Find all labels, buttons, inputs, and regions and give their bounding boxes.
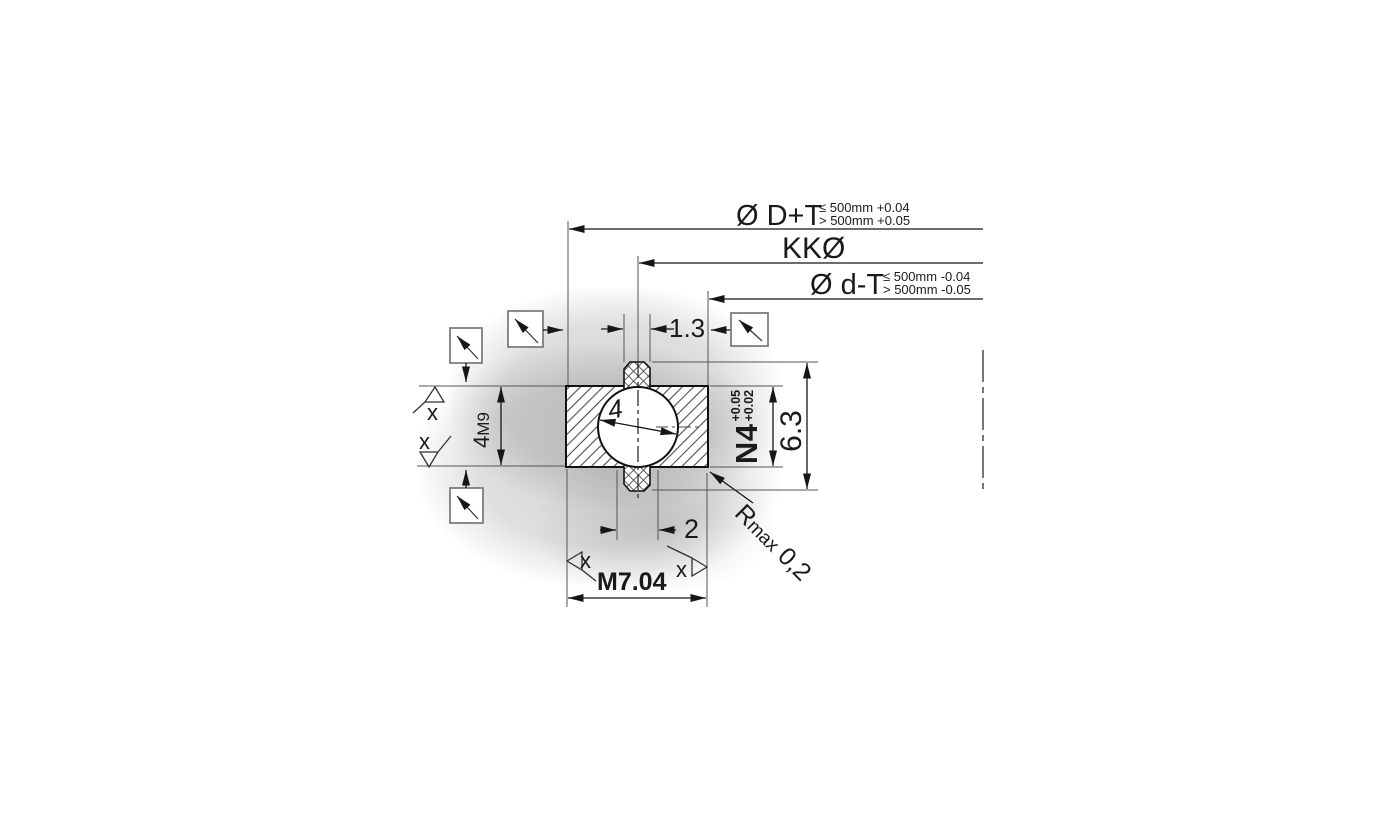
x-flag-bottom-left — [565, 550, 597, 582]
groove-width-left-dim: 4M9 — [469, 412, 495, 448]
overall-height-dim: 6.3 — [775, 410, 808, 452]
tolerance-line: > 500mm +0.05 — [819, 213, 911, 228]
groove-width-tolerance-class: M9 — [474, 412, 493, 436]
surface-symbol-top-mid — [507, 310, 563, 348]
n4-tolerance-lower: +0.02 — [741, 389, 756, 422]
x-flag-left-bottom — [418, 435, 452, 469]
x-flag-left-top — [412, 385, 446, 414]
tolerance-line: ≤ 500mm -0.04 — [883, 269, 971, 284]
outer-diameter-tolerances: ≤ 500mm +0.04 > 500mm +0.05 — [819, 201, 910, 227]
x-mark-left-bottom: x — [419, 429, 430, 454]
tolerance-line: > 500mm -0.05 — [883, 282, 971, 297]
n4-tolerance-upper: +0.05 — [729, 389, 743, 422]
inner-diameter-label: Ø d-T — [810, 269, 885, 301]
tab-base-width-dim: 2 — [684, 514, 700, 544]
dimension-lines — [497, 225, 983, 602]
groove-width-value: 4 — [469, 435, 494, 448]
x-flag-bottom-right — [666, 545, 709, 578]
tab-bottom-section — [623, 462, 651, 492]
groove-depth-dim: M7.04 — [597, 568, 667, 596]
tolerance-line: ≤ 500mm +0.04 — [819, 200, 910, 215]
n4-tolerances: +0.05 +0.02 — [729, 389, 756, 422]
surface-symbol-top-left — [449, 327, 483, 382]
surface-finish-symbols — [449, 310, 769, 524]
surface-symbol-bottom-left — [449, 470, 484, 524]
groove-width-right-dim: N4 +0.05 +0.02 — [729, 390, 765, 464]
outer-diameter-label: Ø D+T — [736, 200, 823, 232]
x-mark-left-top: x — [427, 400, 438, 425]
inner-diameter-tolerances: ≤ 500mm -0.04 > 500mm -0.05 — [883, 270, 971, 296]
n4-value: N4 — [729, 423, 764, 465]
x-mark-bottom-left: x — [580, 548, 591, 573]
surface-symbol-right — [730, 312, 769, 347]
x-mark-bottom-right: x — [676, 557, 687, 582]
tab-top-width-dim: 1.3 — [669, 313, 706, 343]
tab-top-section — [623, 361, 651, 392]
x-flag-symbols — [412, 385, 709, 582]
extension-lines — [417, 221, 818, 607]
piston-diameter-label: KKØ — [782, 232, 846, 265]
